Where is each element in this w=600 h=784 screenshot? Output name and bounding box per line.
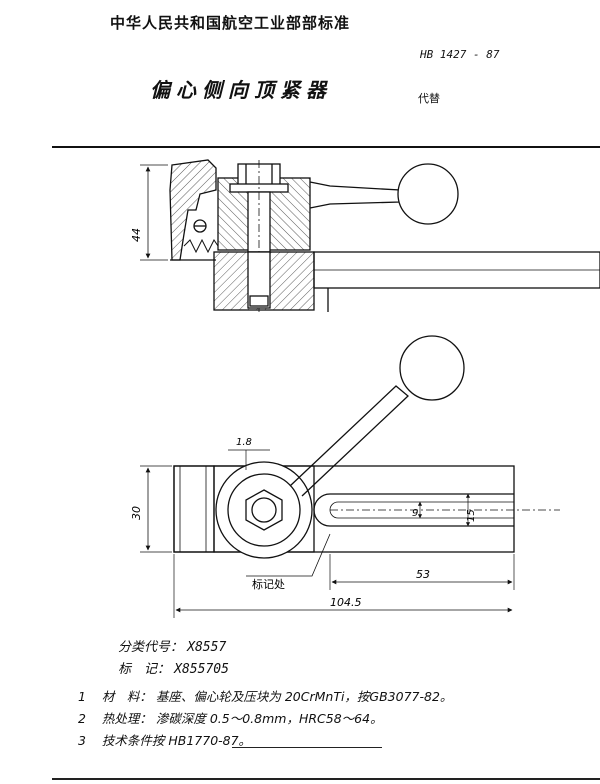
- class-code-value: X8557: [187, 640, 227, 655]
- class-code-row: 分类代号： X8557: [118, 636, 226, 655]
- dim-44: 44: [130, 228, 143, 242]
- note-label: 材 料：: [101, 689, 152, 704]
- mark-label: 标记处: [252, 577, 285, 591]
- header-rule: [52, 146, 600, 148]
- document-title: 偏心侧向顶紧器: [150, 78, 332, 102]
- note-number: 3: [78, 733, 86, 748]
- marking-row: 标 记： X855705: [118, 658, 229, 677]
- note-item: 1 材 料： 基座、偏心轮及压块为 20CrMnTi，按GB3077-82。: [78, 686, 452, 705]
- dim-53: 53: [416, 568, 430, 581]
- front-view: [140, 159, 600, 314]
- standard-organization: 中华人民共和国航空工业部部标准: [110, 14, 351, 32]
- top-view: [140, 335, 560, 618]
- standard-number: HB 1427 - 87: [420, 48, 500, 61]
- note-item: 3 技术条件按 HB1770-87。: [78, 730, 251, 749]
- note-text: 渗碳深度 0.5～0.8mm，HRC58～64。: [155, 711, 383, 726]
- note-item: 2 热处理： 渗碳深度 0.5～0.8mm，HRC58～64。: [78, 708, 383, 727]
- dim-104-5: 104.5: [330, 596, 362, 609]
- dim-1-8: 1.8: [236, 437, 252, 448]
- dim-9: 9: [412, 508, 418, 519]
- replaces-label: 代替: [418, 92, 440, 105]
- note-number: 1: [78, 689, 86, 704]
- dim-30: 30: [130, 506, 143, 520]
- class-code-label: 分类代号：: [118, 640, 184, 655]
- note-label: 技术条件按: [101, 733, 165, 748]
- technical-drawing: 44: [130, 159, 600, 618]
- note-number: 2: [78, 711, 86, 726]
- note-label: 热处理：: [101, 711, 152, 726]
- footer-rule: [52, 778, 600, 780]
- note-text: 基座、偏心轮及压块为 20CrMnTi，按GB3077-82。: [155, 689, 453, 704]
- marking-label: 标 记：: [118, 662, 171, 677]
- marking-value: X855705: [174, 662, 229, 677]
- dim-15: 15: [466, 509, 477, 522]
- end-rule: [232, 747, 382, 748]
- note-text: HB1770-87。: [168, 733, 252, 748]
